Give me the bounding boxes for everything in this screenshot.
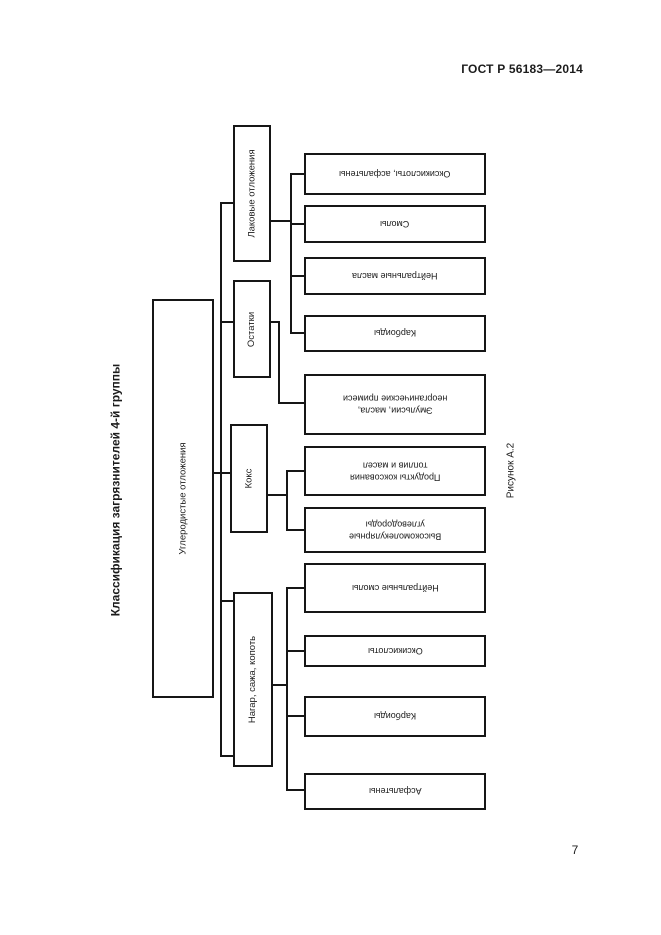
diagram-box-category-soot: Нагар, сажа, копоть	[233, 592, 273, 767]
connector	[290, 223, 304, 225]
connector	[273, 684, 288, 686]
figure-side-title: Классификация загрязнителей 4-й группы	[98, 340, 132, 640]
connector	[220, 600, 233, 602]
connector	[271, 321, 280, 323]
diagram-box-leaf: Оксикислоты, асфальтены	[304, 153, 486, 195]
diagram-box-leaf: Продукты коксования топлив и масел	[304, 446, 486, 496]
category-label: Лаковые отложения	[246, 149, 258, 238]
page-number: 7	[571, 843, 579, 857]
leaf-label: Карбоиды	[373, 711, 417, 722]
connector	[278, 321, 280, 404]
diagram-box-leaf: Карбоиды	[304, 315, 486, 352]
category-label: Нагар, сажа, копоть	[247, 635, 259, 724]
leaf-label: Эмульсии, масла, неорганические примеси	[342, 393, 448, 416]
figure-caption-text: Рисунок А.2	[505, 442, 517, 498]
connector	[220, 321, 233, 323]
connector	[213, 472, 230, 474]
leaf-label: Карбоиды	[373, 328, 417, 339]
leaf-label: Оксикислоты	[367, 646, 423, 657]
figure-side-title-text: Классификация загрязнителей 4-й группы	[108, 363, 123, 617]
figure-caption: Рисунок А.2	[496, 420, 526, 520]
connector	[286, 715, 304, 717]
connector	[286, 470, 288, 531]
diagram-box-leaf: Карбоиды	[304, 696, 486, 737]
leaf-label: Смолы	[380, 219, 410, 230]
leaf-label: Продукты коксования топлив и масел	[349, 460, 441, 483]
diagram-box-leaf: Смолы	[304, 205, 486, 243]
root-label: Углеродистые отложения	[177, 442, 189, 555]
leaf-label: Высокомолекулярные углеводороды	[348, 519, 442, 542]
connector	[286, 789, 304, 791]
connector	[220, 202, 233, 204]
diagram-box-category-coke: Кокс	[230, 424, 268, 533]
diagram-box-leaf: Нейтральные смолы	[304, 563, 486, 613]
document-header: ГОСТ Р 56183—2014	[461, 62, 583, 76]
diagram-box-leaf: Эмульсии, масла, неорганические примеси	[304, 374, 486, 435]
diagram-box-leaf: Оксикислоты	[304, 635, 486, 667]
connector	[290, 275, 304, 277]
connector	[286, 650, 304, 652]
category-label: Остатки	[246, 311, 258, 347]
connector	[286, 470, 304, 472]
leaf-label: Оксикислоты, асфальтены	[339, 169, 451, 180]
diagram-box-leaf: Высокомолекулярные углеводороды	[304, 507, 486, 553]
leaf-label: Нейтральные масла	[352, 271, 438, 282]
connector-trunk	[220, 202, 222, 757]
diagram-box-root: Углеродистые отложения	[152, 299, 214, 698]
diagram-box-leaf: Нейтральные масла	[304, 257, 486, 295]
connector	[286, 587, 304, 589]
connector	[290, 173, 292, 334]
connector	[220, 755, 233, 757]
connector	[268, 494, 288, 496]
connector	[286, 587, 288, 791]
connector	[290, 173, 304, 175]
connector	[278, 402, 304, 404]
connector	[271, 220, 291, 222]
diagram-box-category-residues: Остатки	[233, 280, 271, 378]
diagram-box-category-lacquer: Лаковые отложения	[233, 125, 271, 262]
leaf-label: Нейтральные смолы	[351, 583, 439, 594]
diagram-box-leaf: Асфальтены	[304, 773, 486, 810]
leaf-label: Асфальтены	[368, 786, 422, 797]
category-label: Кокс	[243, 468, 255, 489]
connector	[290, 332, 304, 334]
connector	[286, 529, 304, 531]
